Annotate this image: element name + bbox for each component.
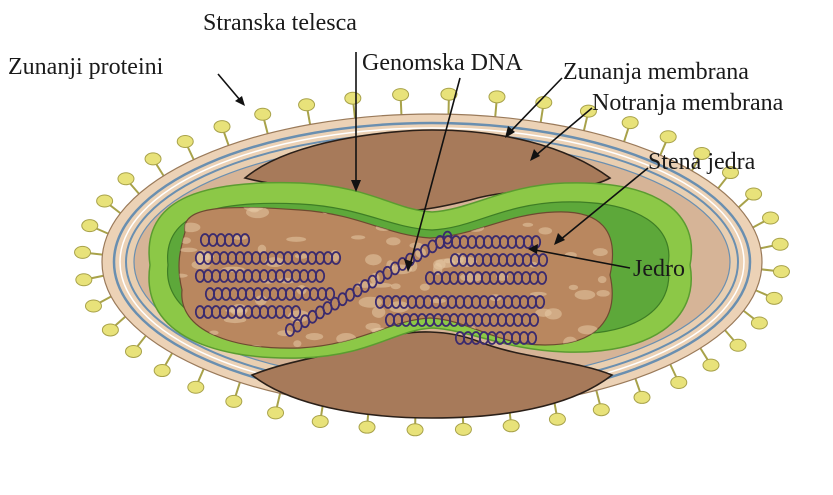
core-speckle xyxy=(386,237,400,245)
core-speckle xyxy=(224,317,246,323)
label-zunanja-membrana: Zunanja membrana xyxy=(563,59,749,85)
core-speckle xyxy=(180,248,198,253)
label-jedro: Jedro xyxy=(633,256,685,282)
core-speckle xyxy=(539,227,553,234)
protein-head xyxy=(85,300,101,312)
core-speckle xyxy=(598,276,607,283)
core-speckle xyxy=(351,235,365,239)
protein-head xyxy=(660,131,676,143)
protein-head xyxy=(82,220,98,232)
protein-head xyxy=(730,339,746,351)
label-stena-jedra: Stena jedra xyxy=(648,149,756,175)
protein-head xyxy=(154,365,170,377)
protein-head xyxy=(549,413,565,425)
core-speckle xyxy=(460,273,483,282)
protein-head xyxy=(299,99,315,111)
protein-head xyxy=(746,188,762,200)
protein-head xyxy=(489,91,505,103)
core-speckle xyxy=(593,248,608,256)
protein-head xyxy=(622,117,638,129)
protein-head xyxy=(145,153,161,165)
protein-head xyxy=(455,423,471,435)
protein-head xyxy=(188,381,204,393)
core-speckle xyxy=(306,333,324,340)
core-speckle xyxy=(569,285,578,290)
protein-head xyxy=(766,292,782,304)
protein-head xyxy=(177,135,193,147)
protein-head xyxy=(226,395,242,407)
protein-head xyxy=(255,108,271,120)
protein-head xyxy=(126,345,142,357)
protein-head xyxy=(634,391,650,403)
protein-head xyxy=(393,89,409,101)
protein-head xyxy=(345,92,361,104)
protein-head xyxy=(118,173,134,185)
protein-head xyxy=(407,424,423,436)
protein-head xyxy=(763,212,779,224)
protein-head xyxy=(703,359,719,371)
core-speckle xyxy=(286,237,306,242)
protein-head xyxy=(75,246,91,258)
protein-head xyxy=(76,274,92,286)
core-speckle xyxy=(575,290,596,300)
protein-head xyxy=(312,416,328,428)
protein-head xyxy=(214,121,230,133)
protein-head xyxy=(359,421,375,433)
label-genomska-dna: Genomska DNA xyxy=(362,50,523,76)
protein-head xyxy=(593,404,609,416)
label-zunanji-proteini: Zunanji proteini xyxy=(8,54,164,80)
core-speckle xyxy=(359,297,382,308)
label-stranska-telesca: Stranska telesca xyxy=(203,10,357,36)
protein-head xyxy=(268,407,284,419)
core-speckle xyxy=(365,254,382,265)
protein-head xyxy=(772,238,788,250)
protein-head xyxy=(773,266,789,278)
core-speckle xyxy=(545,308,562,319)
protein-head xyxy=(503,420,519,432)
protein-head xyxy=(102,324,118,336)
protein-head xyxy=(671,377,687,389)
label-notranja-membrana: Notranja membrana xyxy=(592,90,784,116)
protein-head xyxy=(751,317,767,329)
core-speckle xyxy=(420,284,430,291)
core-speckle xyxy=(596,290,609,297)
core-speckle xyxy=(293,340,301,347)
core-speckle xyxy=(391,283,401,289)
protein-head xyxy=(97,195,113,207)
core-speckle xyxy=(523,223,534,227)
